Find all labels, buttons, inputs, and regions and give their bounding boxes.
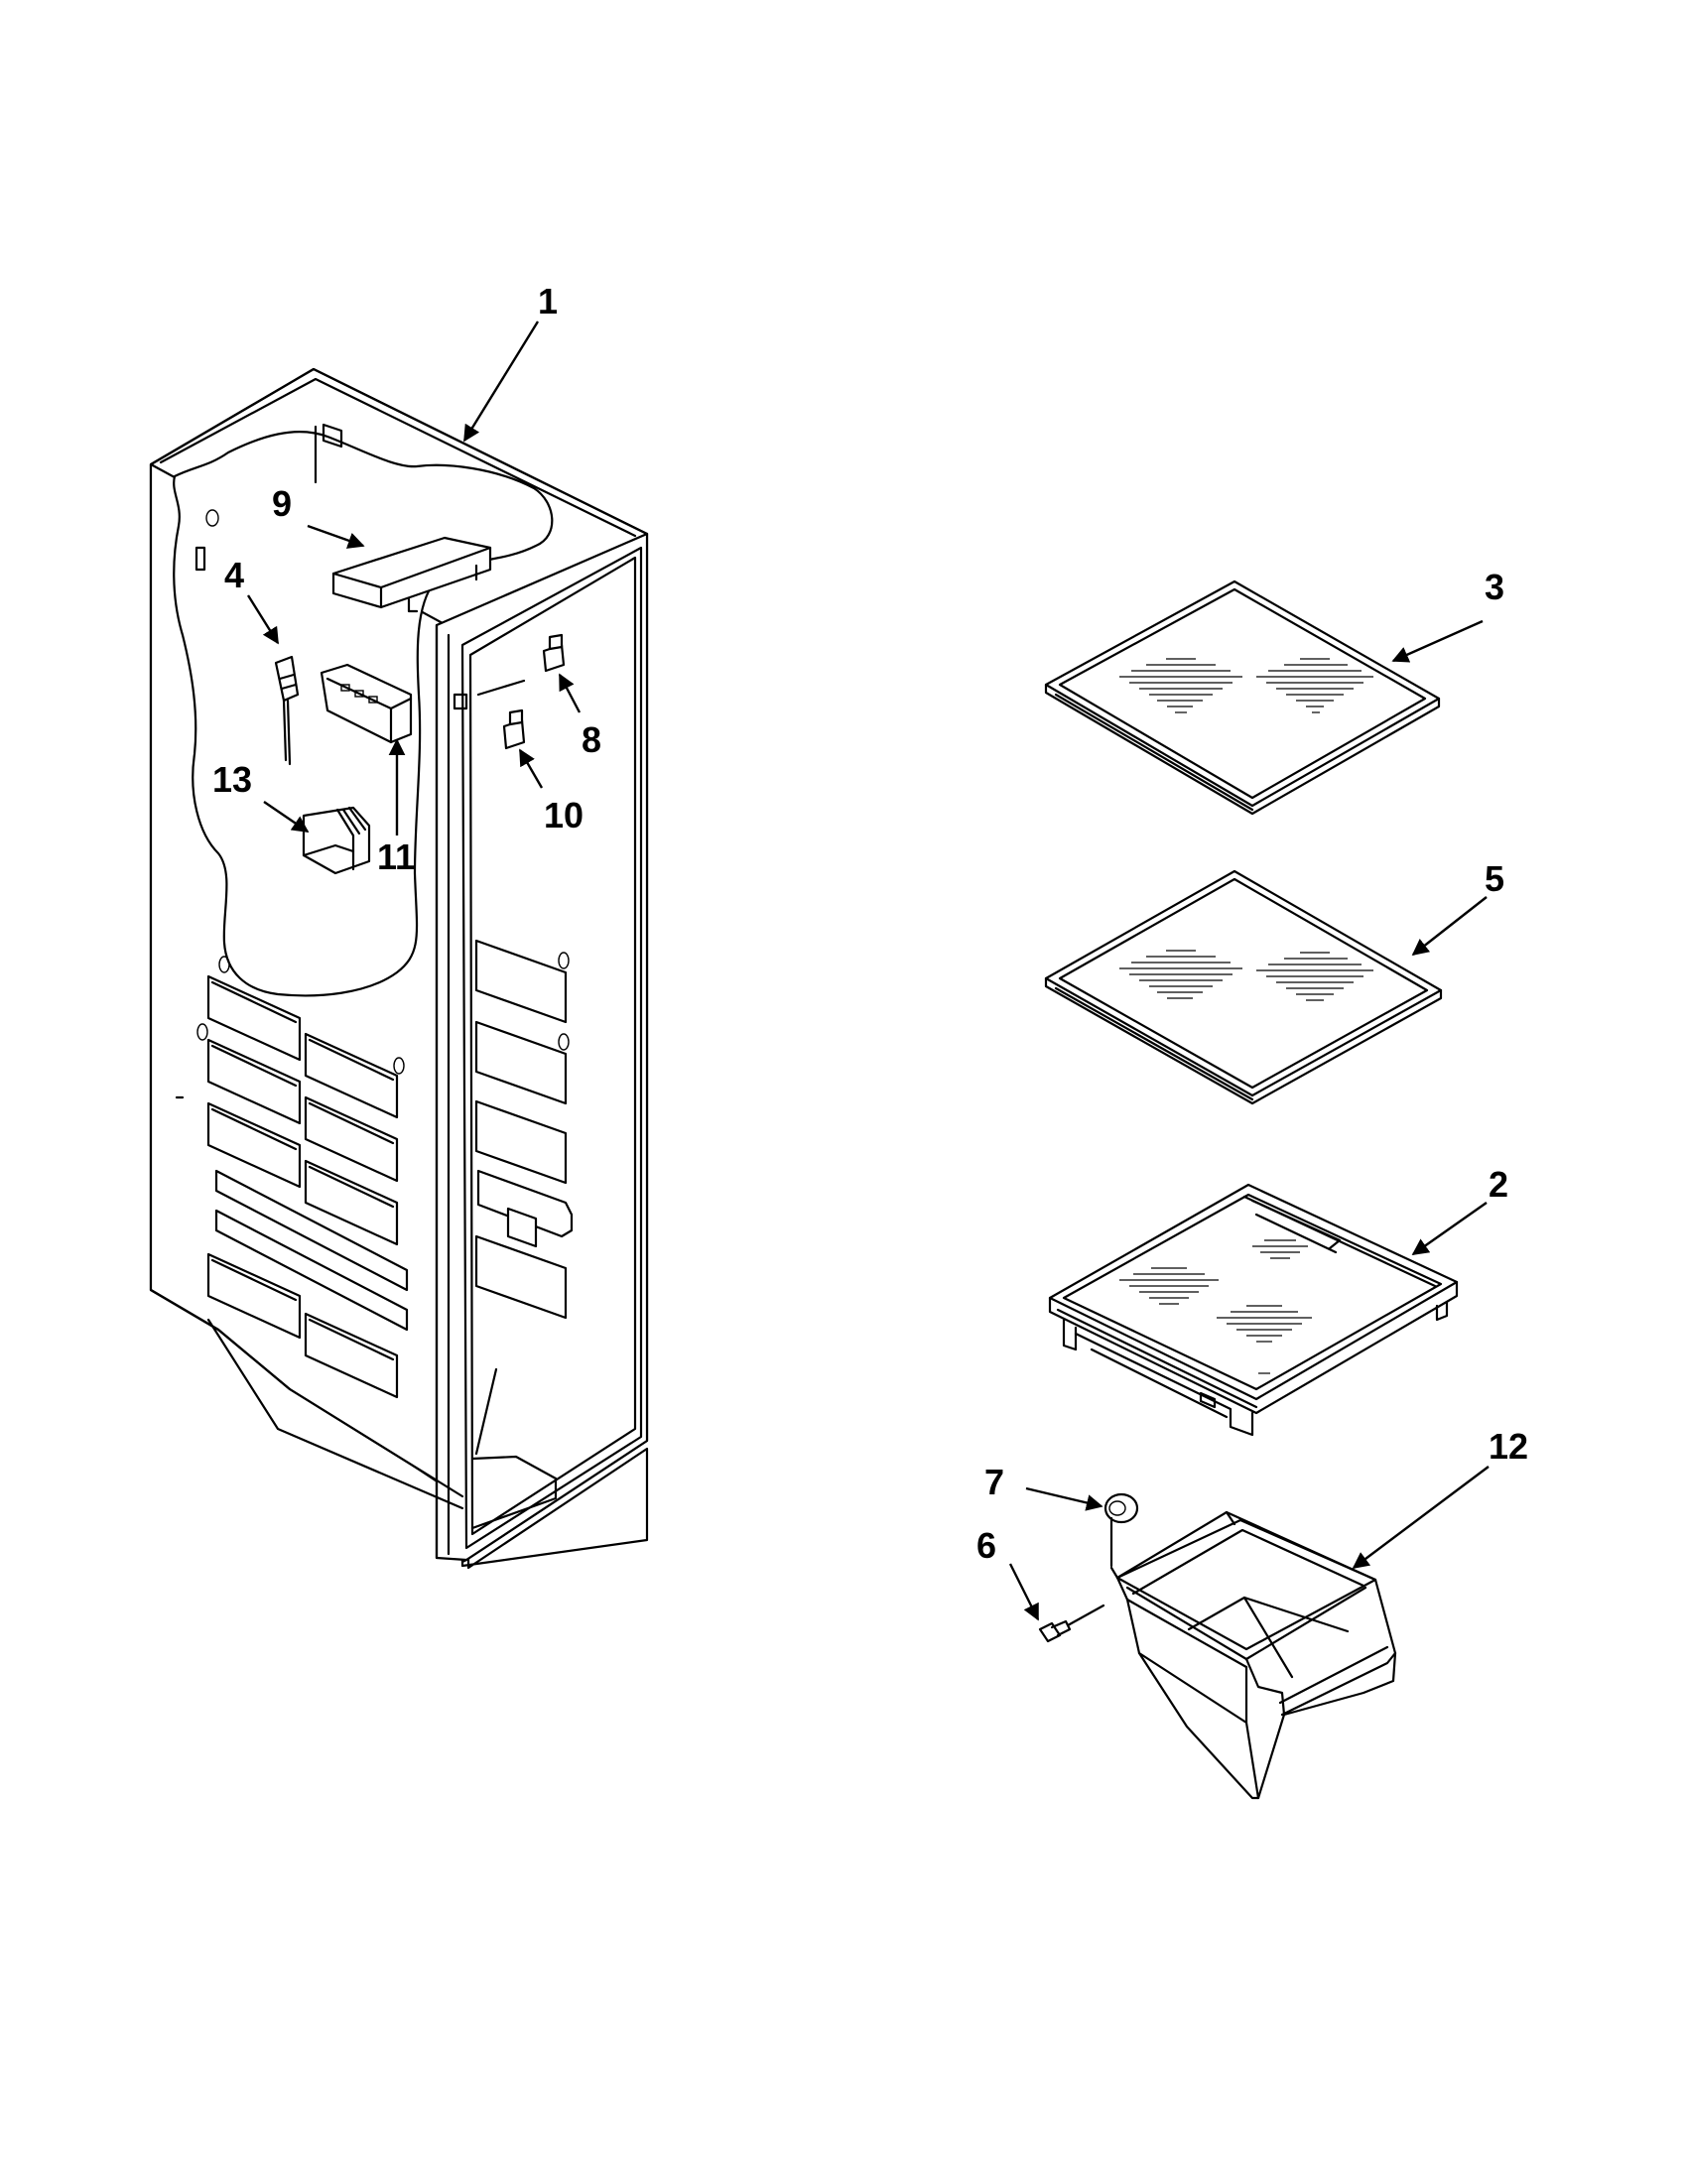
- callout-2: 2: [1489, 1164, 1508, 1205]
- callout-4: 4: [224, 555, 244, 595]
- callout-5: 5: [1485, 858, 1504, 899]
- liner-rib-slots-left: [196, 956, 409, 1399]
- part-11-control-housing: [320, 663, 413, 744]
- callout-6: 6: [976, 1525, 996, 1566]
- callout-8: 8: [582, 719, 601, 760]
- callout-12: 12: [1489, 1426, 1528, 1467]
- liner-rib-slots-right: [474, 939, 570, 1320]
- callout-9: 9: [272, 483, 292, 524]
- callout-labels: 1 9 4 13 11 8 10 3 5 2 12 7 6: [212, 281, 1528, 1566]
- part-12-crisper-drawer: [1109, 1510, 1397, 1800]
- callout-3: 3: [1485, 567, 1504, 607]
- callout-7: 7: [984, 1462, 1004, 1502]
- leader-lines: [246, 321, 1490, 1621]
- part-7-roller: [1103, 1492, 1139, 1568]
- callout-1: 1: [538, 281, 558, 321]
- part-4-sensor: [274, 655, 300, 766]
- part-10-clip: [502, 708, 526, 750]
- part-3-glass-shelf: [1044, 579, 1441, 816]
- cabinet-liner: [149, 367, 649, 1570]
- part-13-cover: [302, 806, 371, 875]
- part-2-crisper-cover: [1048, 1183, 1459, 1437]
- part-5-glass-shelf: [1044, 869, 1443, 1105]
- part-8-clip: [476, 633, 566, 697]
- callout-11: 11: [377, 836, 415, 877]
- callout-10: 10: [544, 795, 584, 835]
- part-9-light-housing: [331, 536, 492, 613]
- part-6-screw: [1038, 1604, 1105, 1643]
- callout-13: 13: [212, 759, 252, 800]
